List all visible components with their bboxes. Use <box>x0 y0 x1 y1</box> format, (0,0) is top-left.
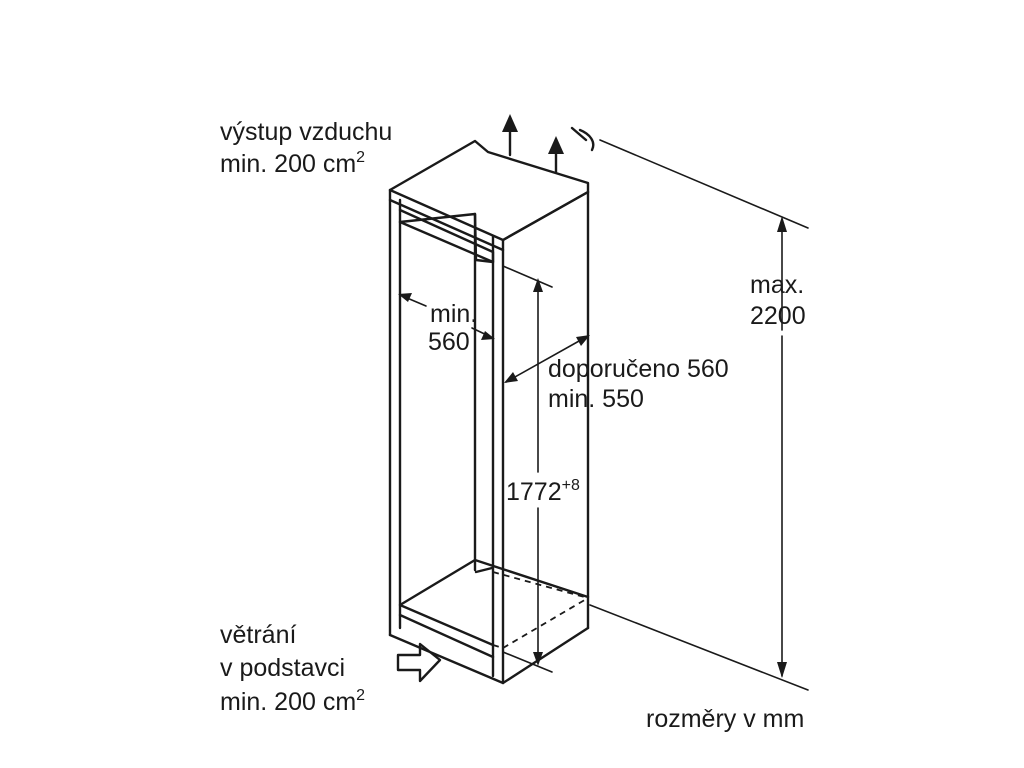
air-outlet-label-line1: výstup vzduchu <box>220 118 392 146</box>
base-vent-label-line2: v podstavci <box>220 654 345 682</box>
depth-label-line2: min. 550 <box>548 385 644 413</box>
air-outlet-label-line2: min. 200 cm2 <box>220 149 365 178</box>
base-vent-area: min. 200 cm <box>220 688 356 716</box>
width-dimension <box>398 293 495 340</box>
niche-height-arrow-bottom <box>533 652 543 666</box>
niche-height-dimension <box>502 265 553 673</box>
air-arrow-2-head <box>548 136 564 154</box>
cabinet-bottom-step <box>473 558 494 574</box>
niche-height-tolerance: +8 <box>562 477 580 494</box>
niche-height-arrow-top <box>533 278 543 292</box>
max-height-dimension <box>589 139 809 691</box>
depth-line <box>505 335 589 383</box>
cabinet-top-side <box>501 190 590 242</box>
air-flow-symbol <box>570 126 595 152</box>
base-vent-area-exponent: 2 <box>356 687 365 704</box>
width-label-line1: min. <box>430 300 477 328</box>
air-outlet-area: min. 200 cm <box>220 150 356 178</box>
niche-height-extension-bottom <box>502 651 553 673</box>
depth-dimension <box>504 335 590 383</box>
cabinet-front-left-post <box>388 188 402 637</box>
niche-height-label: 1772+8 <box>506 477 580 506</box>
niche-height-extension-top <box>502 265 553 288</box>
base-vent-arrow <box>396 642 442 683</box>
max-height-label-line2: 2200 <box>750 302 806 330</box>
base-vent-label-line3: min. 200 cm2 <box>220 687 365 716</box>
max-height-label-line1: max. <box>750 271 804 299</box>
depth-label-line1: doporučeno 560 <box>548 355 729 383</box>
max-height-arrow-top <box>777 216 787 232</box>
air-outlet-arrows <box>502 114 564 174</box>
width-arrow-left <box>398 293 412 302</box>
units-note: rozměry v mm <box>646 705 804 733</box>
width-arrow-right <box>481 331 495 340</box>
depth-arrow-left <box>504 372 518 383</box>
max-height-extension-top <box>599 139 809 229</box>
air-outlet-area-exponent: 2 <box>356 149 365 166</box>
cabinet-front-right-post <box>491 234 505 685</box>
cabinet-top-frame <box>388 198 505 264</box>
cabinet-bottom-frame <box>388 558 590 685</box>
max-height-extension-bottom <box>589 604 809 691</box>
base-vent-label-line1: větrání <box>220 621 296 649</box>
width-label-line2: 560 <box>428 328 470 356</box>
cabinet-niche <box>388 139 590 685</box>
max-height-arrow-bottom <box>777 662 787 678</box>
depth-arrow-right <box>576 335 590 346</box>
air-arrow-1-head <box>502 114 518 132</box>
cabinet-top-face <box>388 139 590 242</box>
niche-height-value: 1772 <box>506 478 562 506</box>
hidden-edge-lines <box>492 571 589 649</box>
base-vent-arrow-outline <box>396 642 442 683</box>
